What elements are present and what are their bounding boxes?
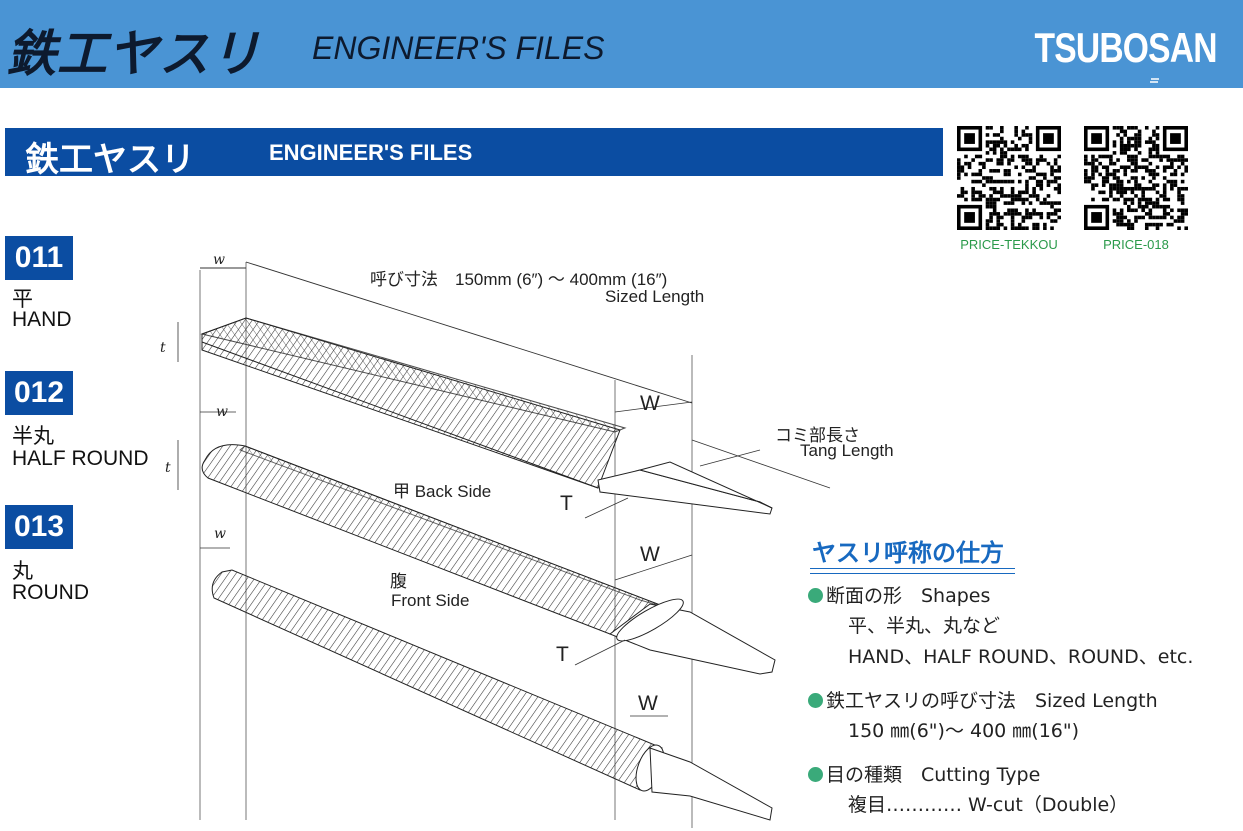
product-name-en-011: HAND [12, 308, 72, 331]
naming-cutting-type-line: 複目………… W-cut（Double） [848, 794, 1129, 816]
header-title-en: ENGINEER'S FILES [312, 30, 605, 66]
big-w-label-half-round: W [640, 543, 660, 566]
page-header: 鉄工ヤスリ ENGINEER'S FILES TSUBOSAN [0, 0, 1243, 88]
naming-shapes-line-jp: 平、半丸、丸など [848, 615, 1001, 637]
sized-length-en-label: Sized Length [605, 287, 705, 306]
section-title-jp: 鉄工ヤスリ [25, 140, 195, 180]
product-code-011: 011 [5, 236, 73, 280]
brand-logo: TSUBOSAN [1034, 24, 1218, 71]
product-code-013: 013 [5, 505, 73, 549]
naming-item-shapes: 断面の形 Shapes [808, 581, 990, 608]
product-name-en-012: HALF ROUND [12, 447, 149, 470]
bullet-dot-icon [808, 588, 823, 603]
qr-code-price-tekkou[interactable] [957, 126, 1061, 230]
section-title-bar: 鉄工ヤスリ ENGINEER'S FILES [5, 128, 943, 180]
half-round-file [201, 444, 776, 675]
product-code-012: 012 [5, 371, 73, 415]
product-name-en-013: ROUND [12, 581, 89, 604]
naming-item-sized-length: 鉄工ヤスリの呼び寸法 Sized Length [808, 686, 1158, 713]
product-name-jp-012: 半丸 [12, 424, 54, 448]
big-t-label-half-round: T [556, 643, 569, 666]
tang-length-jp-label: コミ部長さ [775, 426, 860, 445]
hand-file [200, 317, 773, 515]
front-side-en-label: Front Side [391, 591, 470, 610]
naming-sized-length-line: 150 ㎜(6")～ 400 ㎜(16") [848, 720, 1080, 742]
naming-title: ヤスリ呼称の仕方 [812, 539, 1004, 567]
sized-length-jp-label: 呼び寸法 150mm (6″) ～ 400mm (16″) [370, 270, 668, 289]
front-side-jp-label: 腹 [390, 572, 407, 591]
t-label-hand: t [160, 340, 166, 356]
bullet-dot-icon [808, 767, 823, 782]
qr-code-price-018[interactable] [1084, 126, 1188, 230]
naming-title-underline [810, 568, 1015, 574]
bullet-dot-icon [808, 693, 823, 708]
round-file [211, 569, 773, 821]
qr-label-price-tekkou: PRICE-TEKKOU [960, 237, 1058, 252]
brand-mark-icon [1150, 78, 1159, 83]
t-label-half-round: t [165, 460, 171, 476]
product-name-jp-013: 丸 [12, 559, 33, 583]
w-label-hand: w [213, 252, 225, 268]
back-side-label: 甲 Back Side [393, 482, 492, 501]
big-w-label-round: W [638, 692, 658, 715]
tang-length-en-label: Tang Length [800, 441, 894, 460]
big-w-label-hand: W [640, 392, 660, 415]
w-label-half-round: w [216, 404, 228, 420]
w-label-round: w [214, 526, 226, 542]
section-title-en: ENGINEER'S FILES [269, 140, 473, 165]
naming-shapes-line-en: HAND、HALF ROUND、ROUND、etc. [848, 646, 1194, 668]
big-t-label-hand: T [560, 492, 573, 515]
header-title-jp: 鉄工ヤスリ [6, 25, 261, 83]
qr-label-price-018: PRICE-018 [1103, 237, 1169, 252]
naming-item-cutting-type: 目の種類 Cutting Type [808, 760, 1040, 787]
product-name-jp-011: 平 [12, 287, 33, 311]
